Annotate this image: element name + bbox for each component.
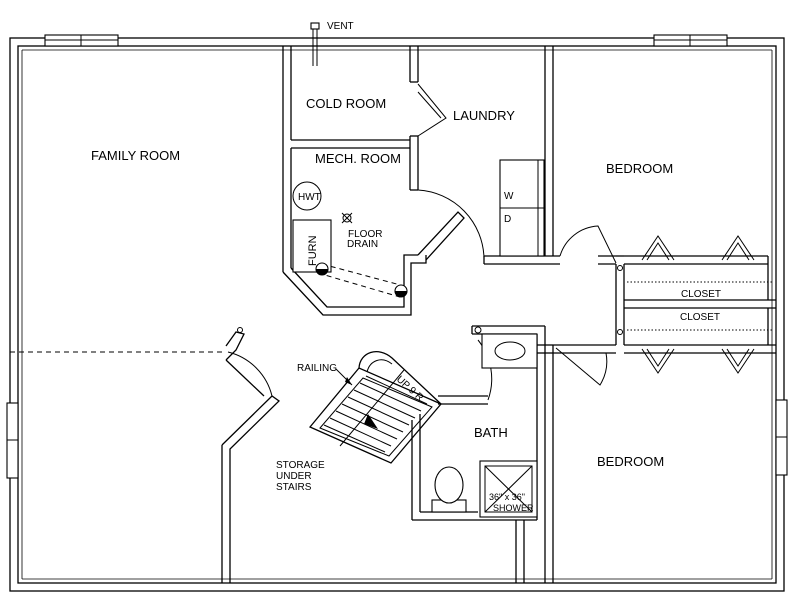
exterior-walls (9, 37, 785, 592)
bath-fixtures (431, 326, 538, 518)
hwt-label: HWT (298, 192, 321, 203)
floor-drain-icon (341, 212, 353, 224)
mech-room-label: MECH. ROOM (315, 151, 401, 166)
bedroom-bottom-label: BEDROOM (597, 454, 664, 469)
windows (6, 34, 788, 479)
closet-bifold-doors (627, 235, 773, 374)
mech-equipment (292, 181, 408, 298)
floor-drain-label-1: FLOOR (348, 229, 382, 240)
stairs-label: UP 9 R (394, 374, 425, 404)
dryer-label: D (504, 214, 511, 225)
flue-pipe (315, 262, 408, 298)
staircase (308, 351, 443, 464)
laundry-label: LAUNDRY (453, 108, 515, 123)
storage-label-1: STORAGE (276, 460, 325, 471)
vent-label: VENT (327, 21, 354, 32)
cold-room-door (417, 83, 447, 137)
cold-room-label: COLD ROOM (306, 96, 386, 111)
bedroom-top-label: BEDROOM (606, 161, 673, 176)
railing-label: RAILING (297, 363, 337, 374)
closet-top-label: CLOSET (681, 289, 721, 300)
furnace-label: FURN (307, 235, 319, 266)
storage-label-2: UNDER (276, 471, 312, 482)
family-room-label: FAMILY ROOM (91, 148, 180, 163)
closet-bottom-label: CLOSET (680, 312, 720, 323)
interior-walls-utility (282, 46, 616, 316)
shower-label-2: SHOWER (493, 503, 534, 513)
mech-room-door (417, 189, 485, 261)
shower-label-1: 36" x 36" (489, 492, 525, 502)
storage-walls (10, 327, 281, 583)
washer-dryer (499, 159, 545, 257)
hot-water-tank (292, 181, 322, 211)
room-labels: VENT COLD ROOM LAUNDRY FAMILY ROOM MECH.… (91, 21, 721, 513)
vent-pipe (310, 22, 320, 66)
bath-label: BATH (474, 425, 508, 440)
washer-label: W (504, 191, 514, 202)
storage-label-3: STAIRS (276, 482, 312, 493)
floor-drain-label-2: DRAIN (347, 239, 378, 250)
